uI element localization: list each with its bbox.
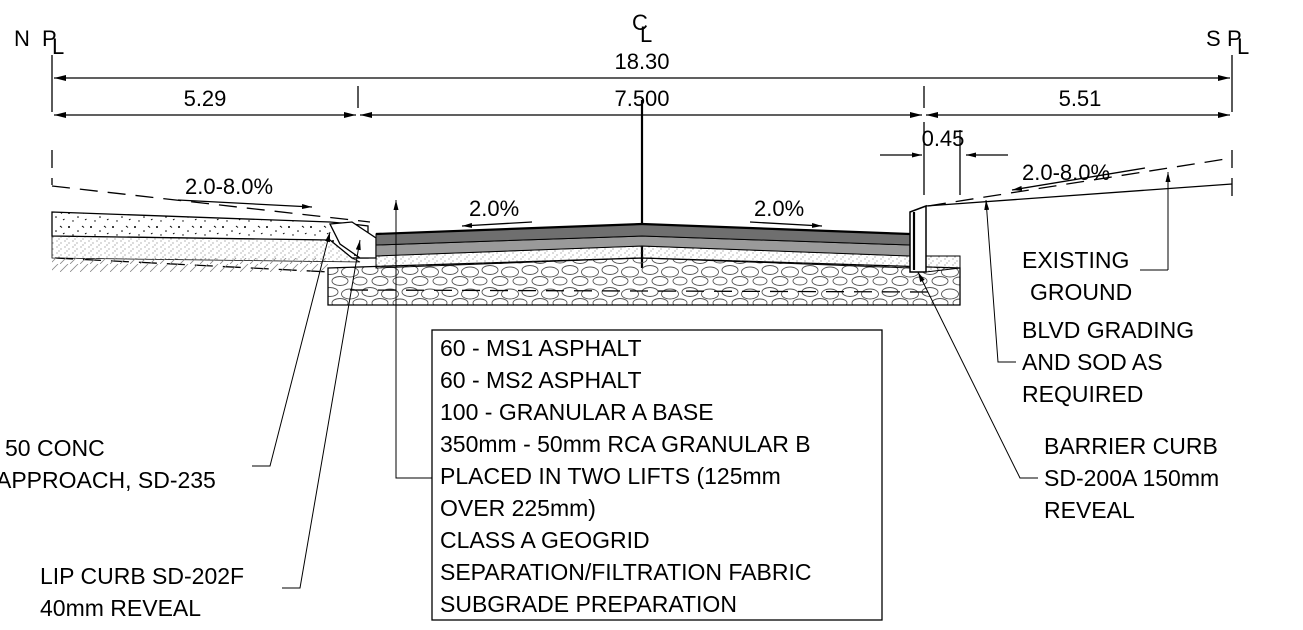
- south-label: S: [1206, 26, 1221, 51]
- roadway-right-slope-arrow: [749, 221, 823, 228]
- geogrid-line: [349, 289, 936, 293]
- north-pl-symbol: P L: [42, 26, 64, 59]
- pavement-layer-4: 350mm - 50mm RCA GRANULAR B: [440, 431, 811, 457]
- pavement-layer-1: 60 - MS1 ASPHALT: [440, 335, 642, 361]
- conc-approach-leader: [252, 231, 331, 467]
- roadway-dimension: 7.500: [614, 86, 669, 111]
- left-boulevard-slope: 2.0-8.0%: [185, 174, 273, 199]
- left-boulevard-slope-arrow: [177, 199, 313, 209]
- svg-text:P: P: [1227, 26, 1242, 51]
- north-label: N: [14, 26, 30, 51]
- pavement-layer-5: PLACED IN TWO LIFTS (125mm: [440, 463, 781, 489]
- curb-offset-dimension-lines: [880, 122, 1008, 195]
- overall-dimension-label: 18.30: [614, 49, 669, 74]
- right-boulevard-dimension: 5.51: [1059, 86, 1102, 111]
- curb-offset-dimension: 0.45: [922, 126, 965, 151]
- pavement-layer-9: SUBGRADE PREPARATION: [440, 591, 737, 617]
- pavement-layer-7: CLASS A GEOGRID: [440, 527, 650, 553]
- barrier-curb: [909, 204, 927, 273]
- svg-text:L: L: [640, 22, 652, 47]
- left-grade-reference: [51, 185, 371, 223]
- pavement-layer-8: SEPARATION/FILTRATION FABRIC: [440, 559, 811, 585]
- pavement-layer-6: OVER 225mm): [440, 495, 596, 521]
- pavement-layer-3: 100 - GRANULAR A BASE: [440, 399, 714, 425]
- roadway-right-slope: 2.0%: [754, 196, 804, 221]
- left-ground-hatch: [52, 258, 328, 272]
- pavement-structure-leader: [393, 200, 432, 479]
- roadway-left-slope: 2.0%: [469, 196, 519, 221]
- right-grade-reference: [927, 157, 1233, 207]
- blvd-grading-leader: [984, 199, 1016, 363]
- pavement-structure-box: [431, 329, 883, 621]
- sub-dimension-lines: [54, 86, 1230, 118]
- barrier-curb-leader: [917, 271, 1038, 479]
- road-surface: [375, 222, 643, 236]
- pavement-structure-list: 60 - MS1 ASPHALT 60 - MS2 ASPHALT 100 - …: [440, 335, 811, 617]
- svg-text:C: C: [632, 10, 648, 35]
- left-boulevard-dimension: 5.29: [184, 86, 227, 111]
- pavement-layer-2: 60 - MS2 ASPHALT: [440, 367, 642, 393]
- right-curb-base: [925, 255, 961, 273]
- svg-text:P: P: [42, 26, 57, 51]
- road-surface-right: [641, 222, 911, 236]
- roadway-left-slope-arrow: [461, 221, 533, 228]
- svg-text:L: L: [52, 34, 64, 59]
- svg-text:L: L: [1237, 34, 1249, 59]
- south-pl-symbol: P L: [1227, 26, 1249, 59]
- centerline-symbol: C L: [632, 10, 652, 47]
- left-base-layer: [51, 235, 361, 263]
- existing-ground-line: [925, 183, 1233, 207]
- right-boulevard-slope-arrow: [1011, 167, 1146, 191]
- lip-curb-leader: [282, 239, 361, 589]
